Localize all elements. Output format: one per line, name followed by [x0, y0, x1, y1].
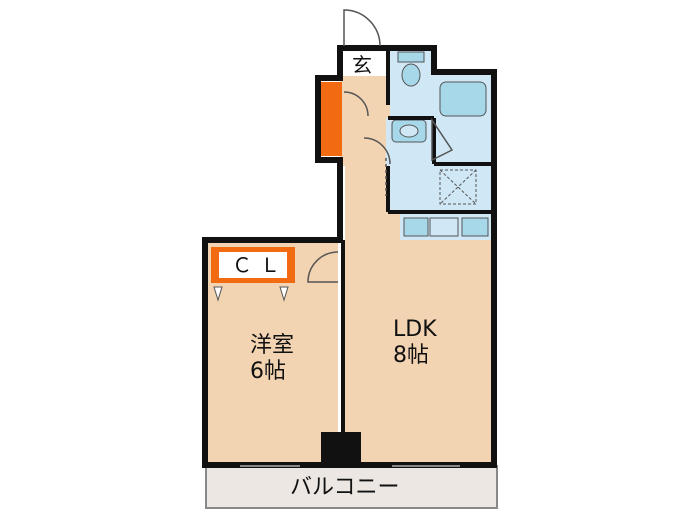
closet-doors	[213, 286, 289, 302]
laundry-pan-diagonal-1	[439, 169, 477, 205]
toilet-bowl	[401, 63, 421, 87]
shoe-storage-lower	[320, 126, 342, 156]
laundry-pan	[439, 169, 477, 205]
western-room-name: 洋室	[250, 333, 295, 358]
kitchen-sink	[403, 217, 429, 237]
balcony-area	[205, 465, 498, 509]
genkan-label: 玄	[352, 53, 372, 77]
shoe-storage-upper	[320, 82, 342, 126]
basin-bowl	[399, 124, 419, 138]
hall-floor	[340, 76, 390, 166]
kitchen-stove	[461, 217, 489, 237]
inner-walls	[341, 48, 494, 432]
kitchen-counter	[429, 217, 459, 237]
structural-column	[321, 432, 361, 468]
doors	[307, 9, 454, 283]
balcony-label: バルコニー	[290, 475, 400, 500]
ldk-size: 8帖	[393, 343, 429, 368]
ldk-name: LDK	[393, 317, 437, 342]
closet-label: ＣＬ	[232, 253, 288, 277]
western-room-size: 6帖	[250, 359, 286, 384]
toilet-tank	[397, 51, 425, 63]
laundry-pan-diagonal-2	[439, 169, 477, 205]
closet-inner	[219, 252, 287, 278]
bathtub	[439, 81, 487, 117]
